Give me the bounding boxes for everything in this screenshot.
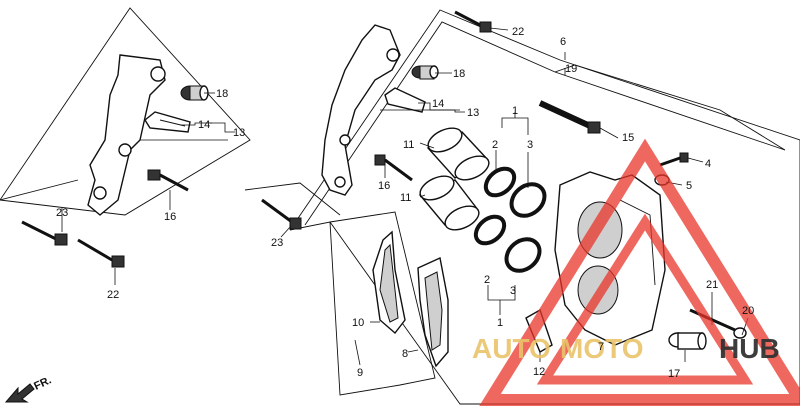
callout-13: 13 (233, 127, 245, 139)
watermark-triangle-outer (479, 138, 800, 406)
callout-8: 8 (402, 348, 408, 360)
watermark-brand-hub: HUB (719, 333, 780, 364)
callout-1: 1 (497, 317, 503, 329)
slide-pin-15 (538, 100, 601, 134)
callout-6: 6 (560, 36, 566, 48)
callout-12: 12 (533, 366, 545, 378)
front-arrow-icon (4, 383, 35, 403)
callout-9: 9 (357, 367, 363, 379)
left-bolt-23 (21, 220, 68, 246)
watermark-brand-moto: MOTO (560, 333, 643, 364)
left-pin-16 (147, 169, 189, 192)
right-caliper-bracket (321, 24, 401, 196)
callout-4: 4 (705, 158, 711, 170)
callout-11: 11 (400, 192, 411, 204)
center-bolt-23 (261, 198, 302, 230)
callout-14: 14 (432, 98, 444, 110)
callout-16: 16 (378, 180, 390, 192)
top-bolt-22 (454, 10, 492, 33)
bolt23-frame (244, 182, 341, 216)
right-pin-16 (374, 154, 413, 182)
bleeder-screw-4 (659, 152, 689, 167)
callout-16: 16 (164, 211, 176, 223)
left-bolt-22 (77, 238, 125, 268)
callout-20: 20 (742, 305, 754, 317)
seals-lower (473, 214, 542, 273)
callout-3: 3 (510, 285, 516, 297)
callout-22: 22 (512, 26, 524, 38)
front-direction-label: FR. (32, 374, 53, 392)
washer-20 (733, 327, 747, 339)
left-boot-18 (180, 85, 209, 101)
callout-2: 2 (492, 139, 498, 151)
callout-11: 11 (403, 139, 414, 151)
plug-17 (668, 332, 707, 350)
seals-upper (483, 166, 547, 218)
callout-1: 1 (512, 105, 518, 117)
callout-5: 5 (686, 180, 692, 192)
left-caliper-bracket (87, 54, 166, 216)
callout-labels: 1 1 2 2 3 3 4 5 6 7 8 9 10 11 11 12 13 1… (56, 26, 754, 380)
callout-3: 3 (527, 139, 533, 151)
pad-frame (329, 211, 436, 396)
piston-lower-11 (418, 175, 480, 231)
right-pad-spring-14 (384, 87, 426, 113)
callout-19: 19 (565, 63, 577, 75)
callout-22: 22 (107, 289, 119, 301)
callout-18: 18 (453, 68, 465, 80)
piston-upper-11 (426, 127, 490, 181)
callout-14: 14 (198, 119, 210, 131)
callout-10: 10 (352, 317, 364, 329)
callout-15: 15 (622, 132, 634, 144)
callout-23: 23 (56, 207, 68, 219)
callout-17: 17 (668, 368, 680, 380)
callout-7: 7 (598, 341, 604, 353)
callout-13: 13 (467, 107, 479, 119)
brake-pad-10 (372, 230, 406, 335)
callout-18: 18 (216, 88, 228, 100)
left-bracket-frame (0, 7, 251, 216)
callout-2: 2 (484, 274, 490, 286)
callout-21: 21 (706, 279, 718, 291)
brake-pad-8 (417, 256, 449, 368)
front-direction-indicator: FR. (4, 374, 53, 403)
watermark-brand-auto: AUTO (472, 333, 551, 364)
watermark: AUTO MOTO HUB (472, 138, 800, 406)
watermark-triangle-inner (536, 213, 754, 385)
right-boot-18 (411, 65, 439, 80)
left-pad-spring-14 (144, 111, 191, 133)
callout-23: 23 (271, 237, 283, 249)
